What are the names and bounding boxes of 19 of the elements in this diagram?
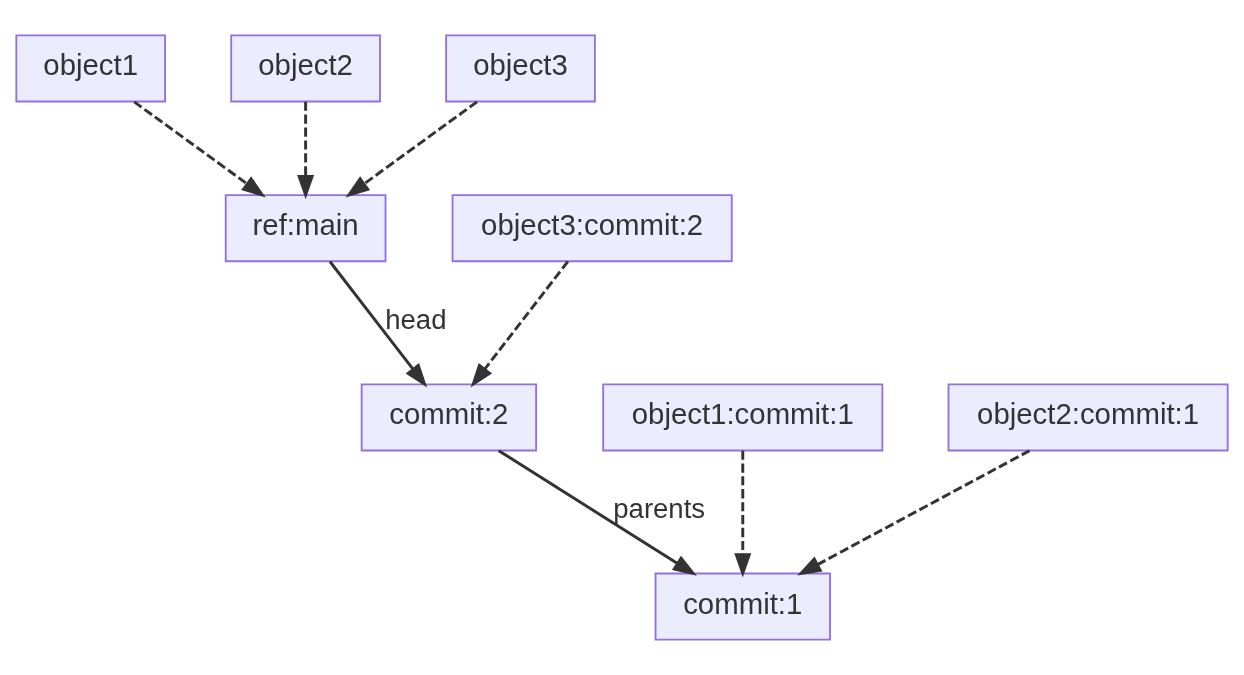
arrow xyxy=(497,449,697,576)
arrow xyxy=(470,260,569,388)
node-box: ref:main xyxy=(224,194,387,263)
edge-label: parents xyxy=(613,493,706,525)
node-box: object2 xyxy=(230,34,381,103)
node-box: object1:commit:1 xyxy=(602,383,884,452)
node-box: object2:commit:1 xyxy=(947,383,1229,452)
node-box: object3 xyxy=(445,34,596,103)
arrow xyxy=(345,100,478,198)
node-box: object3:commit:2 xyxy=(451,194,733,263)
arrow xyxy=(797,449,1031,576)
node-box: commit:2 xyxy=(360,383,538,452)
arrow xyxy=(734,450,752,578)
arrow xyxy=(328,260,428,388)
arrow xyxy=(133,100,266,198)
node-box: object1 xyxy=(15,34,166,103)
edge-label: head xyxy=(385,304,447,336)
node-box: commit:1 xyxy=(654,572,831,641)
arrow xyxy=(297,101,315,200)
